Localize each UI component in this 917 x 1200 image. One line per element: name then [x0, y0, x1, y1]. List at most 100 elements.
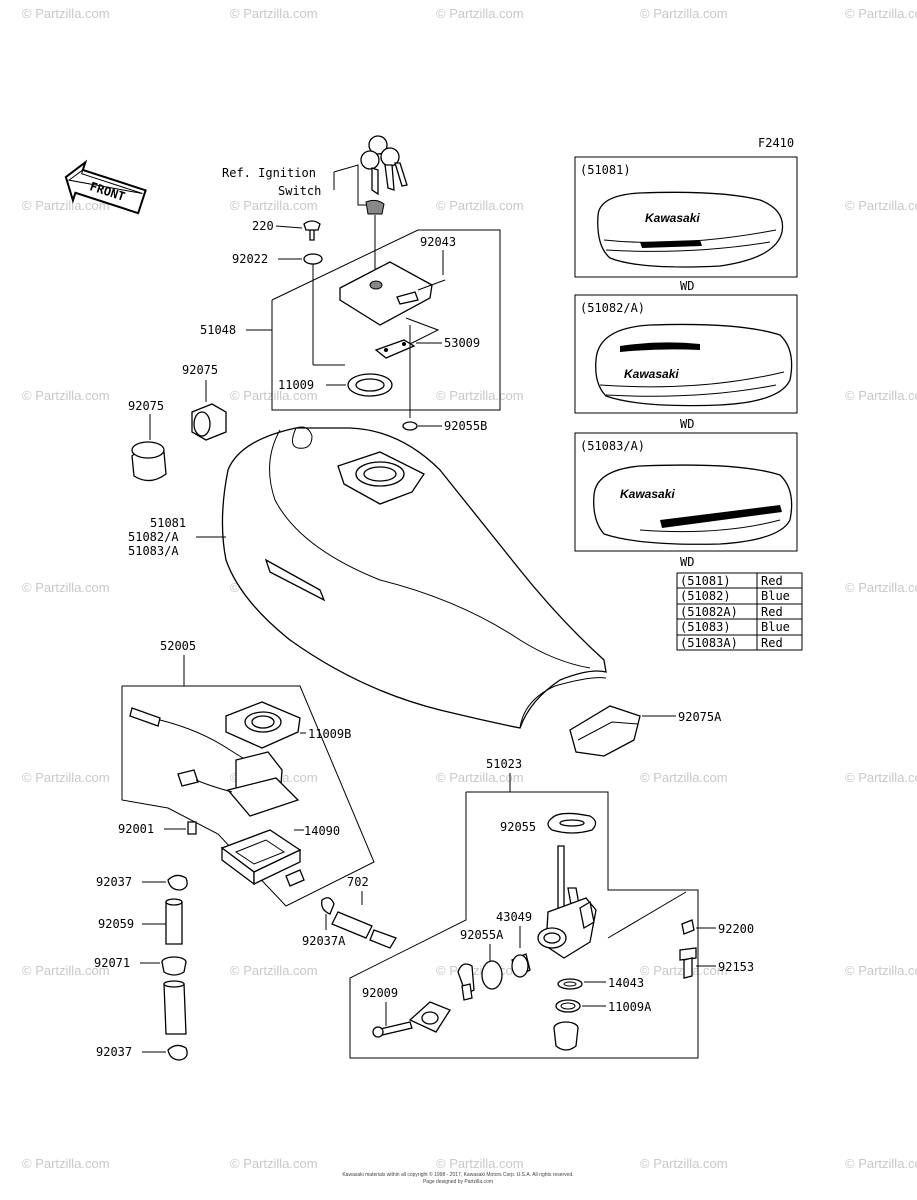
watermark: © Partzilla.com	[230, 6, 318, 21]
o-ring-icon	[555, 999, 581, 1013]
watermark: © Partzilla.com	[436, 963, 524, 978]
drain-cup-icon	[553, 1021, 579, 1051]
watermark: © Partzilla.com	[230, 198, 318, 213]
screw-icon	[303, 220, 321, 241]
tube-icon	[331, 911, 397, 949]
screw-icon	[187, 821, 197, 835]
watermark: © Partzilla.com	[436, 198, 524, 213]
part-label-92200: 92200	[718, 922, 754, 936]
table-cell-color: Blue	[761, 620, 790, 634]
decal-brand: Kawasaki	[620, 487, 675, 501]
part-label-14043: 14043	[608, 976, 644, 990]
part-label-92022: 92022	[232, 252, 268, 266]
watermark: © Partzilla.com	[230, 1156, 318, 1171]
watermark: © Partzilla.com	[230, 963, 318, 978]
fuel-tank-illustration	[221, 426, 607, 729]
part-label-92055A: 92055A	[460, 928, 504, 942]
rear-cushion-icon	[569, 705, 641, 757]
clip-icon	[321, 897, 335, 915]
ignition-ref-label-2: Switch	[278, 184, 321, 198]
table-cell-color: Red	[761, 636, 783, 650]
watermark: © Partzilla.com	[22, 580, 110, 595]
washer-icon	[681, 919, 695, 935]
watermark: © Partzilla.com	[436, 388, 524, 403]
part-label-92055B: 92055B	[444, 419, 487, 433]
part-label-92037A: 92037A	[302, 934, 346, 948]
decal-brand: Kawasaki	[624, 367, 679, 381]
part-label-51082A: 51082/A	[128, 530, 179, 544]
watermark: © Partzilla.com	[22, 770, 110, 785]
part-label-92075-a: 92075	[182, 363, 218, 377]
watermark: © Partzilla.com	[845, 963, 917, 978]
decal-code: (51081)	[580, 163, 631, 177]
decal-51081: (51081) Kawasaki WD	[574, 156, 798, 293]
part-label-92043: 92043	[420, 235, 456, 249]
color-table: (51081) Red (51082) Blue (51082A) Red (5…	[676, 572, 803, 651]
watermark: © Partzilla.com	[845, 580, 917, 595]
part-label-51048: 51048	[200, 323, 236, 337]
watermark: © Partzilla.com	[22, 963, 110, 978]
part-label-92037-b: 92037	[96, 1045, 132, 1059]
fuel-sender-icon	[129, 707, 300, 817]
fuel-cap-icon	[339, 261, 446, 326]
part-label-11009B: 11009B	[308, 727, 351, 741]
o-ring-icon	[402, 421, 418, 431]
part-label-14090: 14090	[304, 824, 340, 838]
front-arrow-icon: FRONT	[64, 159, 147, 215]
washer-icon	[557, 978, 583, 990]
bolt-icon	[679, 947, 697, 979]
watermark: © Partzilla.com	[640, 6, 728, 21]
table-cell-part: (51082A)	[680, 605, 738, 619]
part-label-52005: 52005	[160, 639, 196, 653]
part-label-702: 702	[347, 875, 369, 889]
watermark: © Partzilla.com	[22, 388, 110, 403]
part-label-92055: 92055	[500, 820, 536, 834]
part-label-51081: 51081	[150, 516, 186, 530]
watermark: © Partzilla.com	[22, 1156, 110, 1171]
watermark: © Partzilla.com	[640, 1156, 728, 1171]
gasket-plate-icon	[225, 701, 301, 749]
part-label-92153: 92153	[718, 960, 754, 974]
ignition-ref-label: Ref. Ignition	[222, 166, 316, 180]
gasket-ring-icon	[347, 373, 393, 397]
watermark: © Partzilla.com	[845, 770, 917, 785]
figure-id: F2410	[758, 136, 794, 150]
washer-icon	[303, 253, 323, 265]
watermark: © Partzilla.com	[845, 198, 917, 213]
table-cell-part: (51083A)	[680, 636, 738, 650]
clamp-icon	[167, 874, 188, 891]
watermark: © Partzilla.com	[845, 1156, 917, 1171]
ignition-key-icon	[360, 135, 408, 215]
watermark: © Partzilla.com	[845, 388, 917, 403]
cushion-icon	[131, 441, 167, 482]
o-ring-icon	[481, 960, 503, 990]
part-label-92037-a: 92037	[96, 875, 132, 889]
screw-icon	[372, 1021, 413, 1038]
hose-icon	[163, 980, 187, 1035]
lever-icon	[457, 963, 475, 1001]
watermark: © Partzilla.com	[22, 6, 110, 21]
part-label-92001: 92001	[118, 822, 154, 836]
decal-code: (51082/A)	[580, 301, 645, 315]
part-label-220: 220	[252, 219, 274, 233]
cover-plate-icon	[408, 1001, 451, 1033]
watermark: © Partzilla.com	[22, 198, 110, 213]
watermark: © Partzilla.com	[230, 388, 318, 403]
watermark: © Partzilla.com	[436, 6, 524, 21]
bracket-icon	[220, 829, 302, 886]
table-cell-part: (51083)	[680, 620, 731, 634]
part-label-11009A: 11009A	[608, 1000, 652, 1014]
watermark: © Partzilla.com	[845, 6, 917, 21]
part-label-11009: 11009	[278, 378, 314, 392]
part-label-51083A: 51083/A	[128, 544, 179, 558]
part-label-92059: 92059	[98, 917, 134, 931]
part-label-53009: 53009	[444, 336, 480, 350]
part-label-92075A: 92075A	[678, 710, 722, 724]
copyright-footer: Kawasaki materials within all copyright …	[342, 1171, 573, 1178]
part-label-92075-b: 92075	[128, 399, 164, 413]
table-cell-color: Red	[761, 605, 783, 619]
part-label-92071: 92071	[94, 956, 130, 970]
hose-icon	[165, 898, 183, 945]
filter-screen-icon	[511, 953, 531, 978]
